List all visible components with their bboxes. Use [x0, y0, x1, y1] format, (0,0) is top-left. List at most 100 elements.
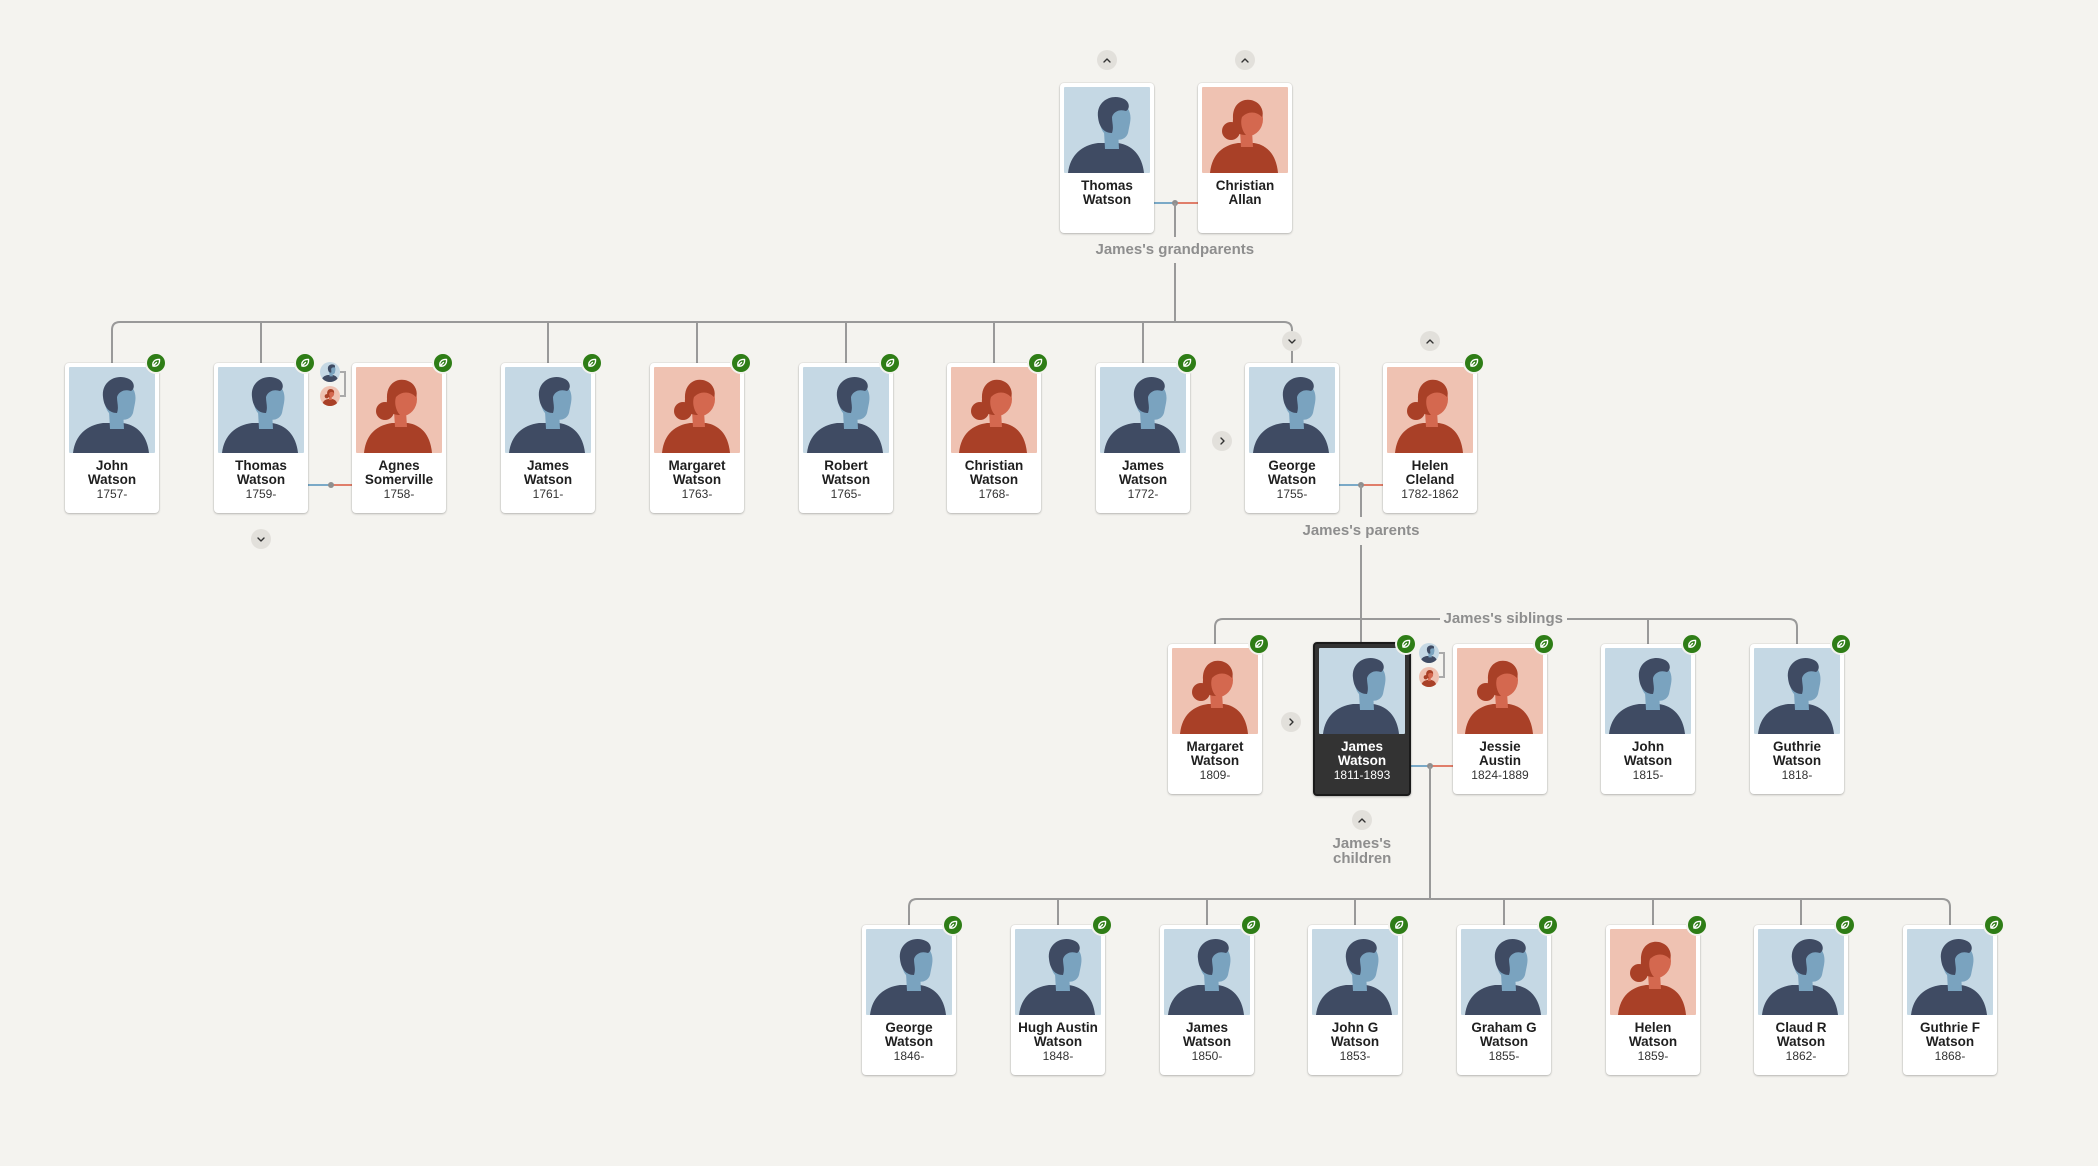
collapse-parents-george-watson-button[interactable] — [1282, 331, 1302, 351]
person-life-years: 1846- — [893, 1049, 925, 1063]
record-hint-leaf-icon[interactable] — [942, 914, 964, 936]
record-hint-leaf-icon[interactable] — [1091, 914, 1113, 936]
record-hint-leaf-icon[interactable] — [1533, 633, 1555, 655]
expand-parents-thomas-watson-button[interactable] — [1097, 50, 1117, 70]
person-first-name: Guthrie F — [1920, 1020, 1980, 1035]
record-hint-leaf-icon[interactable] — [1834, 914, 1856, 936]
expand-children-thomas-watson-button[interactable] — [251, 529, 271, 549]
person-last-name: Watson — [1772, 753, 1822, 768]
person-first-name: Christian — [1215, 178, 1275, 193]
record-hint-leaf-icon[interactable] — [1248, 633, 1270, 655]
record-hint-leaf-icon[interactable] — [581, 352, 603, 374]
person-life-years: 1818- — [1781, 768, 1813, 782]
record-hint-leaf-icon[interactable] — [1686, 914, 1708, 936]
record-hint-leaf-icon[interactable] — [1027, 352, 1049, 374]
record-hint-leaf-icon[interactable] — [1240, 914, 1262, 936]
sibling-bar-parents — [111, 321, 1293, 363]
person-last-name: Watson — [884, 1034, 934, 1049]
record-hint-leaf-icon[interactable] — [145, 352, 167, 374]
male-silhouette-icon — [1015, 929, 1101, 1015]
male-silhouette-icon — [1419, 643, 1439, 663]
record-hint-leaf-icon[interactable] — [879, 352, 901, 374]
person-last-name: Watson — [821, 472, 871, 487]
person-first-name: Claud R — [1775, 1020, 1827, 1035]
person-last-name: Watson — [1190, 753, 1240, 768]
spouse-switch-james-watson[interactable] — [1419, 643, 1445, 691]
person-last-name: Watson — [1628, 1034, 1678, 1049]
person-first-name: Graham G — [1471, 1020, 1537, 1035]
person-life-years: 1815- — [1632, 768, 1664, 782]
female-silhouette-icon — [1610, 929, 1696, 1015]
chevron-up-icon — [1425, 336, 1435, 346]
person-first-name: John G — [1331, 1020, 1379, 1035]
person-first-name: Thomas — [235, 458, 287, 473]
record-hint-leaf-icon[interactable] — [1176, 352, 1198, 374]
record-hint-leaf-icon[interactable] — [730, 352, 752, 374]
person-last-name: Watson — [1267, 472, 1317, 487]
record-hint-leaf-icon[interactable] — [1830, 633, 1852, 655]
person-last-name: Watson — [1330, 1034, 1380, 1049]
male-silhouette-icon — [1249, 367, 1335, 453]
expand-parents-helen-cleland-button[interactable] — [1420, 331, 1440, 351]
person-first-name: Jessie — [1479, 739, 1521, 754]
female-silhouette-icon — [951, 367, 1037, 453]
female-silhouette-icon — [320, 386, 340, 406]
expand-siblings-margaret-watson-button[interactable] — [1281, 712, 1301, 732]
expand-parents-christian-allan-button[interactable] — [1235, 50, 1255, 70]
person-life-years: 1757- — [96, 487, 128, 501]
female-silhouette-icon — [1202, 87, 1288, 173]
person-life-years: 1848- — [1042, 1049, 1074, 1063]
record-hint-leaf-icon[interactable] — [1388, 914, 1410, 936]
male-silhouette-icon — [1907, 929, 1993, 1015]
expand-siblings-george-watson-button[interactable] — [1212, 431, 1232, 451]
record-hint-leaf-icon[interactable] — [294, 352, 316, 374]
male-silhouette-icon — [1319, 648, 1405, 734]
person-last-name: Watson — [1776, 1034, 1826, 1049]
record-hint-leaf-icon[interactable] — [1983, 914, 2005, 936]
record-hint-leaf-icon[interactable] — [1537, 914, 1559, 936]
person-last-name: Watson — [1479, 1034, 1529, 1049]
person-first-name: Helen — [1411, 458, 1449, 473]
record-hint-leaf-icon[interactable] — [1681, 633, 1703, 655]
record-hint-leaf-icon[interactable] — [432, 352, 454, 374]
spouse-switch-bracket — [340, 371, 346, 397]
collapse-children-james-watson-button[interactable] — [1352, 810, 1372, 830]
record-hint-leaf-icon[interactable] — [1395, 633, 1417, 655]
record-hint-leaf-icon[interactable] — [1463, 352, 1485, 374]
spouse-switch-thomas-watson[interactable] — [320, 362, 346, 410]
female-silhouette-icon — [1387, 367, 1473, 453]
label-grandparents: James's grandparents — [1091, 242, 1259, 257]
